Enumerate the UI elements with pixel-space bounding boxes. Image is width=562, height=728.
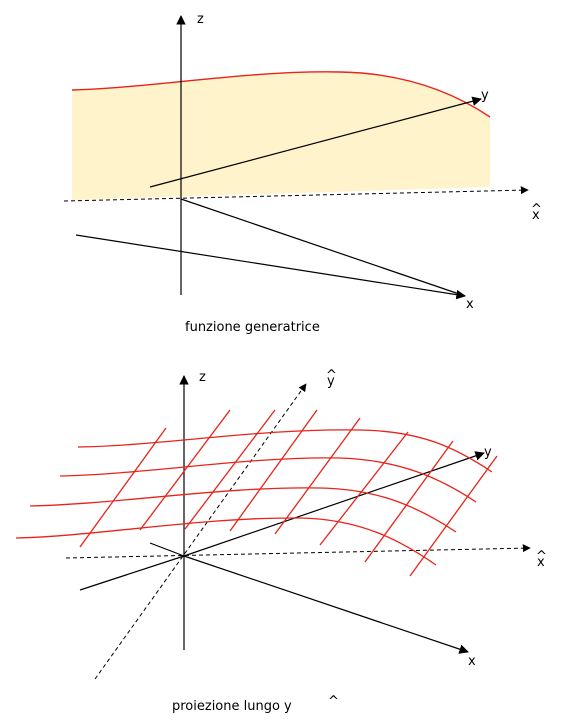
grid-line-2	[139, 409, 231, 531]
top-caption: funzione generatrice	[185, 320, 320, 335]
bottom-yhat-label: y	[327, 374, 335, 389]
top-x-label: x	[466, 297, 474, 312]
grid-curve-2	[59, 457, 477, 503]
bottom-projection-grid	[15, 409, 498, 577]
bottom-xhat-axis	[65, 544, 531, 559]
top-xhat-hat: ^	[531, 202, 542, 217]
grid-line-5	[274, 417, 361, 535]
grid-line-6	[319, 431, 409, 546]
top-y-label: y	[481, 88, 489, 103]
bottom-diagram: z y x x ^ y ^ proiezione lungo y ^	[15, 368, 547, 714]
top-generating-curve	[71, 71, 491, 118]
bottom-z-label: z	[199, 370, 206, 385]
grid-line-1	[79, 427, 167, 548]
grid-line-3	[184, 409, 276, 530]
bottom-x-label: x	[468, 654, 476, 669]
grid-line-4	[229, 409, 318, 532]
top-diagram: z y x x ^ funzione generatrice	[63, 12, 542, 335]
bottom-y-label: y	[484, 445, 492, 460]
bottom-x-axis-back	[79, 555, 185, 591]
top-z-label: z	[197, 12, 204, 27]
top-x-axis	[75, 234, 466, 300]
bottom-xhat-hat: ^	[536, 549, 547, 564]
grid-curve-4	[15, 517, 437, 566]
bottom-y-axis	[183, 451, 485, 557]
top-xhat-label: x	[532, 208, 540, 223]
top-fill-region	[72, 71, 490, 201]
bottom-x-axis	[183, 555, 469, 654]
bottom-yhat-axis	[94, 383, 307, 680]
top-x-axis-back	[180, 198, 466, 297]
bottom-caption-hat: ^	[328, 694, 339, 709]
bottom-caption: proiezione lungo y	[172, 699, 292, 714]
bottom-y-axis-back	[149, 542, 185, 557]
grid-line-7	[364, 440, 454, 563]
top-xhat-axis	[63, 186, 529, 202]
bottom-xhat-label: x	[537, 555, 545, 570]
grid-line-8	[409, 455, 498, 577]
grid-curve-3	[29, 487, 457, 533]
top-y-axis	[149, 96, 482, 188]
bottom-yhat-hat: ^	[326, 368, 337, 383]
grid-curve-1	[77, 429, 493, 473]
